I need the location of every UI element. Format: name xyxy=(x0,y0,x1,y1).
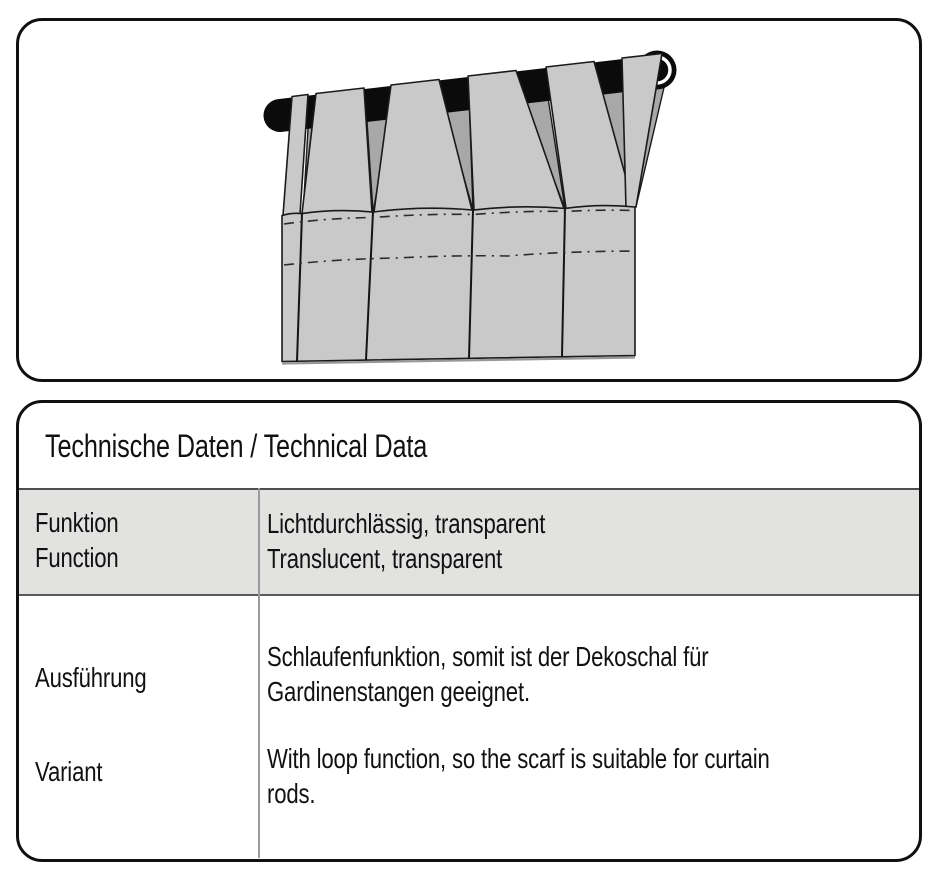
seam-stitch-lines xyxy=(283,209,635,266)
tab-loop xyxy=(621,52,663,209)
curtain-body xyxy=(281,204,636,363)
row-variant-value-de: Schlaufenfunktion, somit ist der Dekosch… xyxy=(267,641,709,707)
fold-lines xyxy=(296,208,566,362)
row-variant-value-en: With loop function, so the scarf is suit… xyxy=(267,743,770,809)
column-divider xyxy=(258,488,260,858)
table-row-function-background xyxy=(19,488,919,596)
table-title: Technische Daten / Technical Data xyxy=(45,428,428,464)
illustration-panel xyxy=(16,18,922,382)
row-variant-label-en: Variant xyxy=(35,756,103,787)
row-variant-label-de: Ausführung xyxy=(35,662,147,693)
curtain-illustration-icon xyxy=(263,50,677,365)
curtain-bottom-shadow xyxy=(281,356,636,365)
technical-data-panel: Technische Daten / Technical Data Funkti… xyxy=(16,400,922,862)
tab-loops xyxy=(282,52,663,217)
row-function-value: Lichtdurchlässig, transparent Translucen… xyxy=(267,508,546,574)
row-function-label: Funktion Function xyxy=(35,507,119,573)
